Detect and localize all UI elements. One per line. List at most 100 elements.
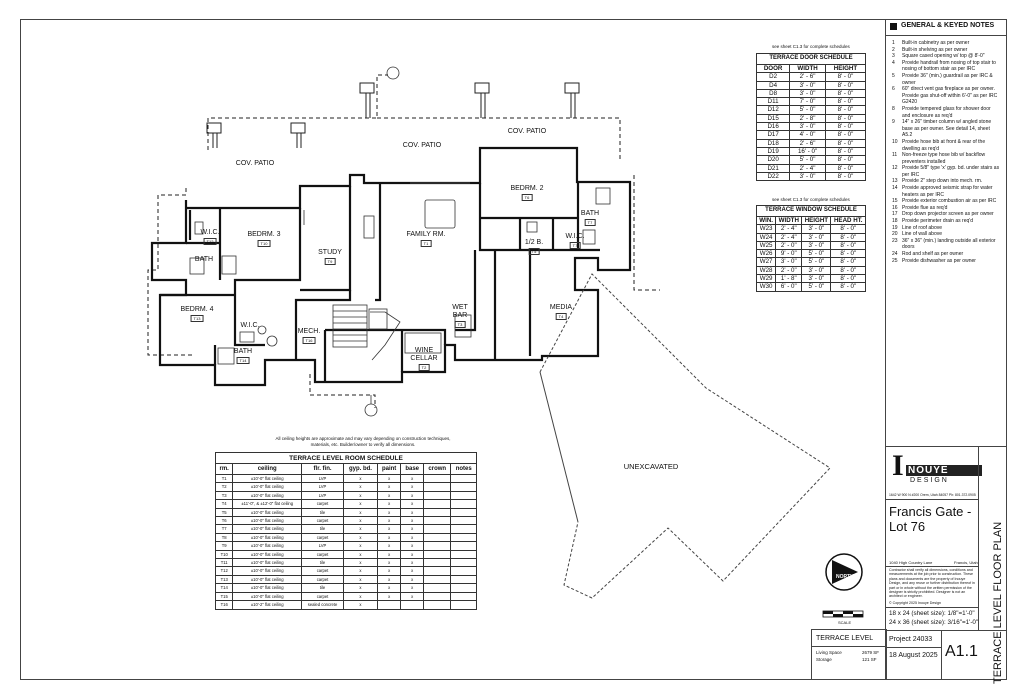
room-schedule-cell: carpet bbox=[301, 499, 344, 509]
room-schedule-cell: x bbox=[400, 574, 424, 585]
room-schedule-cell bbox=[450, 524, 477, 534]
window-schedule-cell: W26 bbox=[755, 249, 777, 259]
scale-bar-icon bbox=[822, 610, 864, 618]
note-number: 11 bbox=[892, 152, 898, 159]
room-label: BEDRM. 2 bbox=[510, 185, 544, 192]
room-label: BATH bbox=[233, 348, 253, 355]
logo-bar bbox=[906, 465, 982, 476]
window-schedule-cell: 8' - 0" bbox=[830, 224, 866, 234]
room-schedule-cell: x bbox=[400, 541, 424, 551]
room-schedule-cell bbox=[422, 473, 452, 484]
room-schedule-cell bbox=[422, 549, 452, 560]
window-schedule-cell: W27 bbox=[755, 257, 777, 267]
scale-18x24: 18 x 24 (sheet size): 1/8"=1'-0" bbox=[889, 610, 975, 617]
disclaimer: Contractor shall verify all dimensions, … bbox=[889, 568, 975, 599]
copyright: © Copyright 2025 Inouye Design bbox=[889, 601, 941, 605]
room-schedule-cell bbox=[422, 499, 452, 509]
note-text: Provide dishwasher as per owner bbox=[902, 257, 976, 264]
room-schedule-cell: tile bbox=[301, 583, 344, 593]
room-schedule-cell: x bbox=[376, 507, 402, 518]
logo-letter-i: I bbox=[892, 449, 904, 482]
window-schedule-header-cell: HEIGHT bbox=[801, 215, 832, 226]
room-schedule-cell: carpet bbox=[301, 532, 344, 543]
window-schedule-cell: 9' - 0" bbox=[775, 249, 803, 259]
room-schedule-cell: x bbox=[376, 532, 402, 543]
room-schedule-cell bbox=[450, 499, 477, 509]
window-schedule-cell: 5' - 0" bbox=[801, 249, 832, 259]
room-tag: T3 bbox=[454, 321, 466, 328]
window-schedule-header-cell: WIDTH bbox=[775, 215, 803, 226]
room-schedule-cell: x bbox=[342, 507, 378, 518]
room-schedule-cell: x bbox=[400, 507, 424, 518]
general-notes-title: GENERAL & KEYED NOTES bbox=[901, 22, 995, 29]
window-schedule-cell: 8' - 0" bbox=[830, 240, 866, 251]
room-schedule-cell: x bbox=[342, 591, 378, 602]
room-schedule-header-cell: base bbox=[400, 463, 424, 475]
room-schedule-cell: T1 bbox=[214, 473, 234, 484]
door-schedule-cell: 8' - 0" bbox=[824, 138, 867, 148]
room-tag: T9 bbox=[324, 258, 336, 265]
room-label: 1/2 B. bbox=[524, 239, 544, 246]
room-schedule-cell bbox=[450, 516, 477, 526]
room-schedule-cell bbox=[450, 583, 477, 593]
column bbox=[474, 82, 490, 94]
room-label: W.I.C. bbox=[200, 229, 220, 236]
door-schedule-cell: 3' - 0" bbox=[789, 88, 826, 99]
room-schedule-cell: x bbox=[400, 499, 424, 509]
door-schedule-cell: 16' - 0" bbox=[789, 146, 826, 157]
room-label: WINE bbox=[414, 347, 434, 354]
logo-line1: NOUYE bbox=[908, 465, 949, 476]
note-number: 14 bbox=[892, 185, 898, 192]
room-schedule-cell: x bbox=[376, 591, 402, 602]
note-text: Provide 5/8" type 'x' gyp. bd. under sta… bbox=[902, 165, 1000, 178]
note-number: 10 bbox=[892, 138, 898, 145]
window-schedule-cell: 2' - 0" bbox=[775, 240, 803, 251]
room-schedule-cell bbox=[400, 600, 424, 610]
door-schedule-cell: D18 bbox=[755, 138, 791, 148]
note-number: 19 bbox=[892, 224, 898, 231]
note-text: Provide approved seismic strap for water… bbox=[902, 185, 993, 198]
room-schedule-cell: x bbox=[342, 541, 378, 551]
room-label: COV. PATIO bbox=[507, 128, 547, 135]
room-schedule-cell: ±10'-0" flat ceiling bbox=[232, 507, 303, 518]
room-schedule-cell: T10 bbox=[214, 549, 234, 560]
room-schedule-cell: T16 bbox=[214, 600, 234, 610]
site-city: Francis, Utah bbox=[954, 560, 978, 565]
room-schedule-cell: x bbox=[400, 558, 424, 568]
living-label: Living Space bbox=[816, 650, 842, 655]
door-schedule-cell: D16 bbox=[755, 122, 791, 132]
room-schedule-cell bbox=[422, 541, 452, 551]
room-schedule-cell bbox=[422, 516, 452, 526]
room-schedule-cell: x bbox=[400, 591, 424, 602]
room-schedule-cell: carpet bbox=[301, 549, 344, 560]
room-schedule-cell: x bbox=[342, 490, 378, 501]
room-tag: T13 bbox=[190, 315, 204, 322]
room-schedule-header-cell: ceiling bbox=[232, 463, 303, 475]
room-schedule-cell: x bbox=[376, 482, 402, 492]
note-text: Provide exterior combustion air as per I… bbox=[902, 198, 997, 205]
living-value: 2679 SF bbox=[862, 650, 880, 655]
note-item: 14 Provide approved seismic strap for wat… bbox=[892, 185, 1000, 198]
room-schedule-cell bbox=[450, 532, 477, 543]
room-schedule-cell: T2 bbox=[214, 482, 234, 492]
project-date: 18 August 2025 bbox=[889, 652, 938, 659]
room-label: STUDY bbox=[318, 249, 342, 256]
site-address: 1040 High Country Lane bbox=[889, 560, 933, 565]
room-schedule-cell: x bbox=[376, 558, 402, 568]
room-schedule-cell: x bbox=[376, 490, 402, 501]
door-schedule-header-cell: DOOR bbox=[755, 63, 791, 74]
